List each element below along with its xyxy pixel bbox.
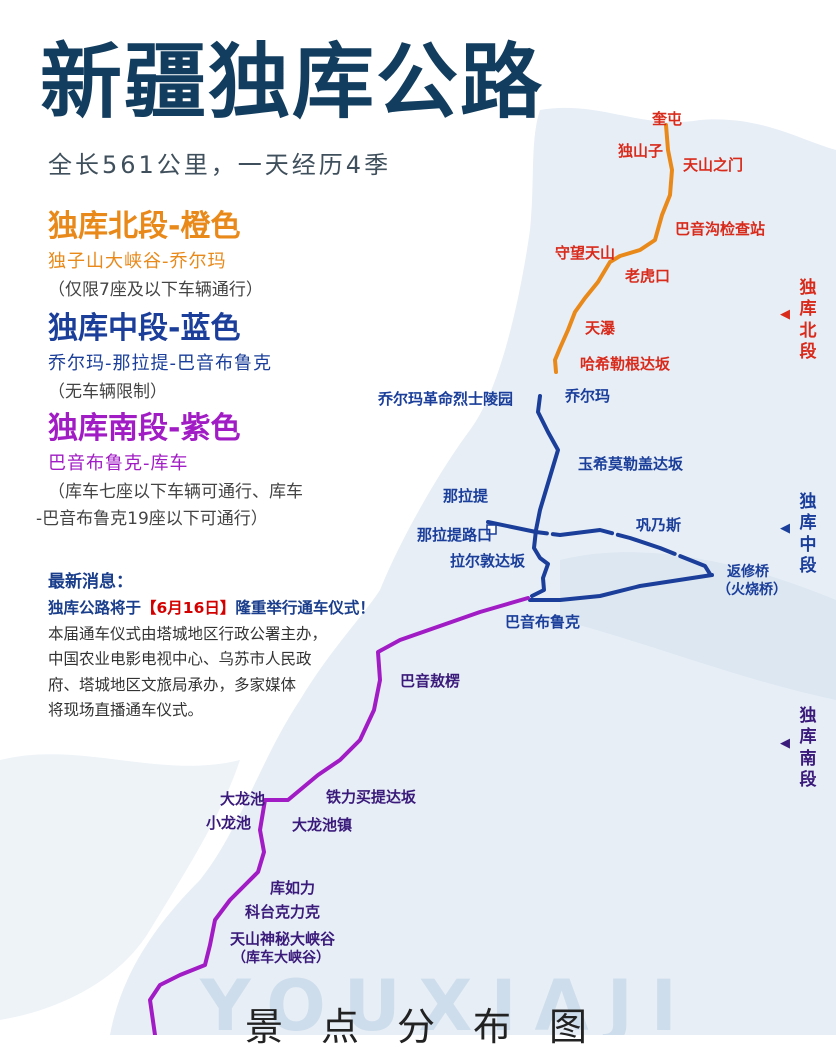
terrain-region	[110, 107, 836, 1035]
legend-middle-route: 乔尔玛-那拉提-巴音布鲁克	[48, 353, 272, 374]
place-tianshan-gate: 天山之门	[683, 156, 743, 174]
place-tielimaiti: 铁力买提达坂	[326, 788, 417, 806]
place-bayingou: 巴音沟检查站	[675, 220, 765, 238]
legend-south-route: 巴音布鲁克-库车	[48, 453, 189, 474]
place-laohukou: 老虎口	[624, 267, 670, 285]
middle-route-south-loop	[528, 573, 714, 602]
news-headline: 独库公路将于【6月16日】隆重举行通车仪式！	[48, 596, 428, 622]
place-qiaoerma: 乔尔玛	[564, 387, 610, 405]
news-body-line: 将现场直播通车仪式。	[48, 701, 204, 720]
watermark: YOUXIAJI	[199, 965, 695, 1035]
north-arrow-icon: ◀	[780, 307, 790, 322]
place-qiaoerma-cemetery: 乔尔玛革命烈士陵园	[377, 390, 513, 408]
legend-middle-heading: 独库中段-蓝色	[48, 311, 241, 346]
place-fanxiuqiao-alt: （火烧桥）	[717, 581, 787, 598]
news-block: 最新消息： 独库公路将于【6月16日】隆重举行通车仪式！ 本届通车仪式由塔城地区…	[48, 568, 428, 724]
place-tianshan-canyon-alt: （库车大峡谷）	[232, 949, 330, 966]
place-tianpu: 天瀑	[585, 319, 616, 337]
place-xiaolongchi: 小龙池	[206, 814, 251, 832]
place-fanxiuqiao: 返修桥	[727, 563, 770, 580]
footer-label: 景点分布图	[245, 1005, 626, 1049]
legend-north-note: （仅限7座及以下车辆通行）	[48, 280, 263, 300]
place-shouwang: 守望天山	[555, 244, 615, 262]
news-body-line: 府、塔城地区文旅局承办，多家媒体	[48, 675, 297, 694]
middle-route	[530, 394, 560, 598]
place-dalongchi: 大龙池	[220, 790, 265, 808]
south-route	[148, 596, 530, 1035]
legend-middle: 独库中段-蓝色 乔尔玛-那拉提-巴音布鲁克 （无车辆限制）	[48, 312, 272, 402]
news-body-line: 本届通车仪式由塔城地区行政公署主办，	[48, 624, 328, 643]
south-arrow-icon: ◀	[780, 736, 790, 751]
news-headline-date: 【6月16日】	[141, 599, 236, 618]
place-kuitun: 奎屯	[651, 110, 682, 128]
side-label-south: 独库南段	[799, 706, 817, 790]
legend-south-note-2: -巴音布鲁克19座以下可通行）	[36, 509, 268, 529]
place-dalongchi-town: 大龙池镇	[292, 816, 352, 834]
place-laerdunda: 拉尔敦达坂	[450, 552, 526, 570]
north-route	[553, 123, 674, 374]
place-nalati-junction: 那拉提路口	[417, 526, 492, 544]
middle-route-east	[486, 520, 712, 576]
side-label-north: 独库北段	[799, 278, 817, 362]
place-bayinaolao: 巴音敖楞	[400, 672, 460, 690]
place-kuruli: 库如力	[270, 879, 315, 897]
legend-south: 独库南段-紫色 巴音布鲁克-库车 （库车七座以下车辆可通行、库车 -巴音布鲁克1…	[36, 412, 303, 529]
place-gongnaisi: 巩乃斯	[636, 516, 681, 534]
place-tianshan-canyon: 天山神秘大峡谷	[230, 930, 336, 948]
legend-south-note-1: （库车七座以下车辆可通行、库车	[48, 482, 303, 502]
place-yuximolegai: 玉希莫勒盖达坂	[578, 455, 684, 473]
legend-north-route: 独子山大峡谷-乔尔玛	[48, 251, 227, 272]
legend-north-heading: 独库北段-橙色	[48, 209, 241, 244]
place-dushanzi: 独山子	[618, 142, 663, 160]
news-headline-suffix: 隆重举行通车仪式！	[235, 599, 375, 618]
legend-north: 独库北段-橙色 独子山大峡谷-乔尔玛 （仅限7座及以下车辆通行）	[48, 210, 263, 300]
place-bayinbuluke: 巴音布鲁克	[505, 613, 580, 631]
nalati-junction-marker	[486, 524, 497, 535]
terrain-region-2	[0, 754, 240, 1020]
side-label-middle: 独库中段	[799, 492, 817, 576]
page-title: 新疆独库公路	[40, 35, 545, 130]
place-nalati: 那拉提	[443, 487, 489, 505]
place-haxilegen: 哈希勒根达坂	[580, 355, 671, 373]
legend-south-heading: 独库南段-紫色	[48, 411, 241, 446]
middle-arrow-icon: ◀	[780, 521, 790, 536]
news-headline-prefix: 独库公路将于	[48, 599, 142, 618]
page-subtitle: 全长561公里，一天经历4季	[48, 151, 392, 179]
legend-middle-note: （无车辆限制）	[48, 382, 167, 402]
news-body-line: 中国农业电影电视中心、乌苏市人民政	[48, 650, 312, 669]
news-title: 最新消息：	[48, 572, 133, 592]
place-ketaikelike: 科台克力克	[245, 903, 320, 921]
